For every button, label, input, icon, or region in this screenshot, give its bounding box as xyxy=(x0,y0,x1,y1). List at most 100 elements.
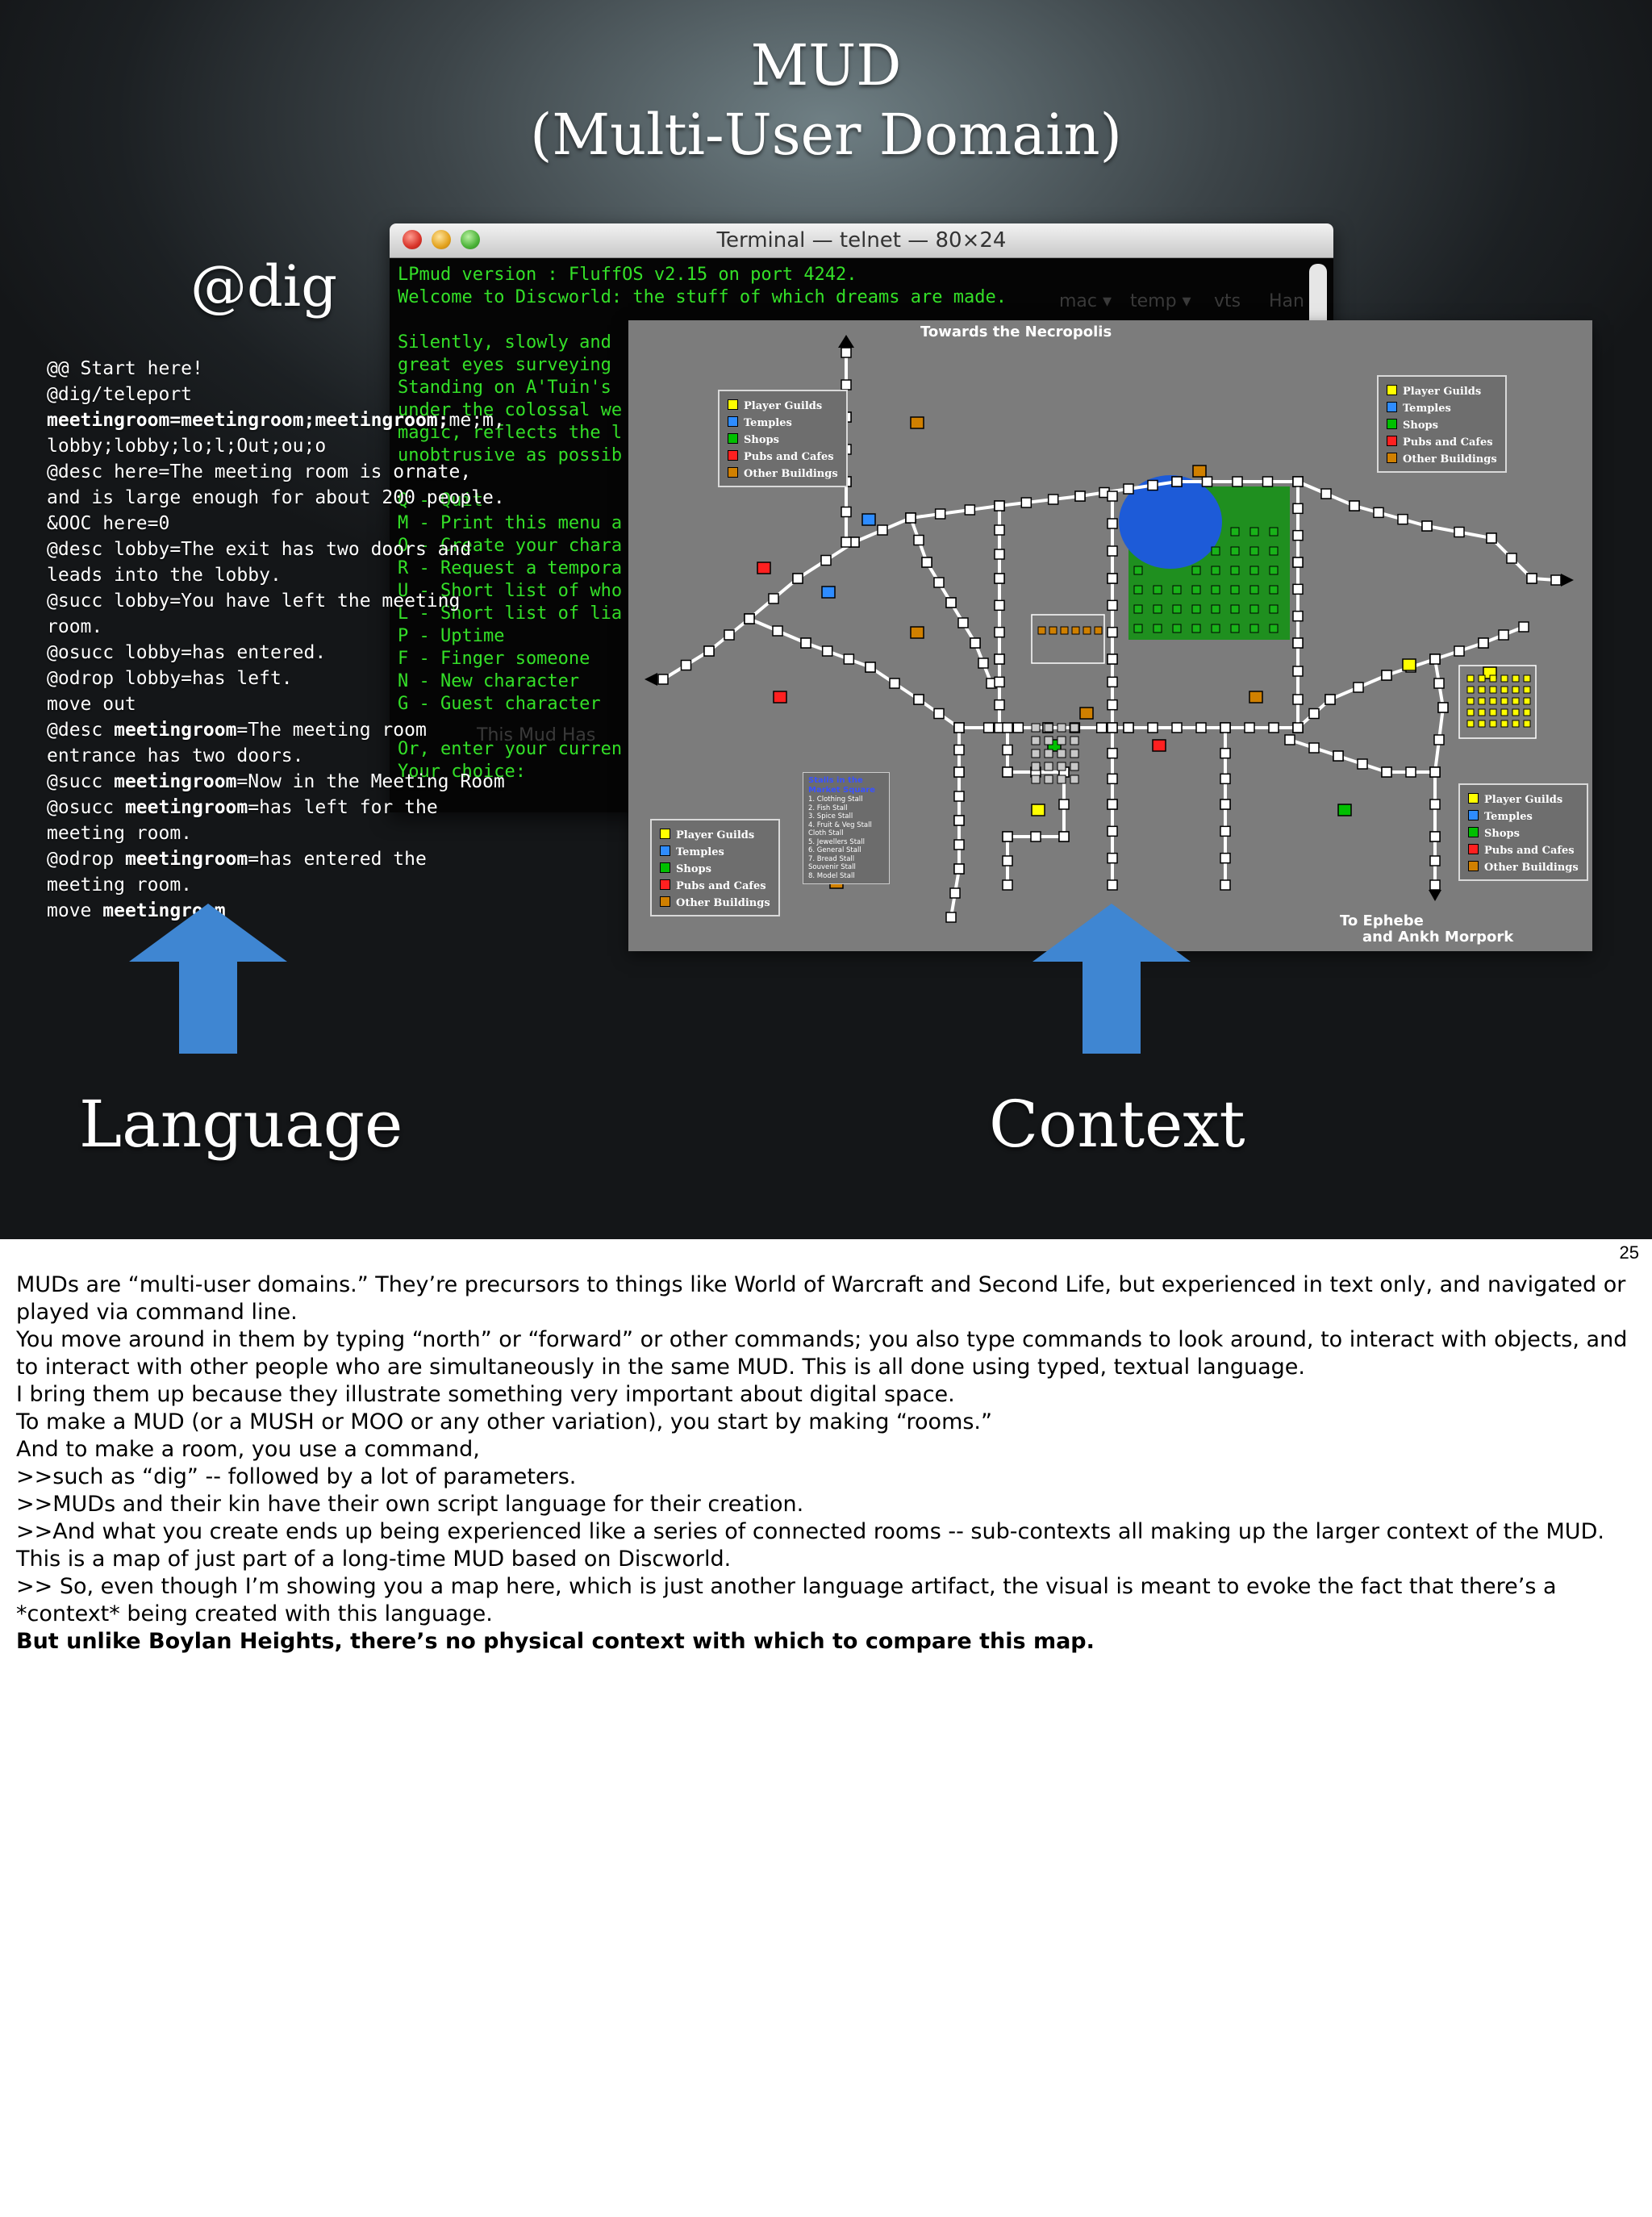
minimize-button-icon[interactable] xyxy=(432,230,451,249)
code-line: @desc meetingroom=The meeting room xyxy=(47,717,660,743)
terminal-line: Your choice: xyxy=(398,762,526,782)
legend-item: Player Guilds xyxy=(1468,791,1579,808)
code-line: @succ lobby=You have left the meeting xyxy=(47,588,660,614)
terminal-line: Welcome to Discworld: the stuff of which… xyxy=(398,287,1007,307)
ghost-toolbar-text: Han xyxy=(1269,291,1304,311)
code-segment: @desc xyxy=(47,720,115,741)
legend-label: Player Guilds xyxy=(676,829,755,841)
legend-swatch-icon xyxy=(660,879,670,890)
legend-item: Temples xyxy=(1468,808,1579,825)
legend-swatch-icon xyxy=(660,862,670,873)
legend-swatch-icon xyxy=(1387,436,1397,446)
legend-label: Other Buildings xyxy=(1403,453,1497,466)
terminal-line: F - Finger someone xyxy=(398,649,590,669)
legend-item: Pubs and Cafes xyxy=(660,878,770,895)
code-line: @osucc meetingroom=has left for the xyxy=(47,795,660,820)
legend-item: Shops xyxy=(1387,417,1497,434)
terminal-line: great eyes surveying xyxy=(398,355,611,375)
stall-item: 4. Fruit & Veg Stall xyxy=(808,820,872,829)
map-bottom-label: To Ephebe xyxy=(1340,912,1424,929)
terminal-line: unobtrusive as possib xyxy=(398,445,623,466)
speaker-notes: MUDs are “multi-user domains.” They’re p… xyxy=(16,1271,1637,1655)
legend-label: Other Buildings xyxy=(1484,862,1579,874)
code-segment: @osucc lobby=has entered. xyxy=(47,642,327,663)
code-segment: =has left for the xyxy=(248,797,438,818)
code-segment: @@ Start here! xyxy=(47,358,203,379)
legend-label: Other Buildings xyxy=(744,468,838,480)
terminal-line: R - Request a tempora xyxy=(398,558,623,578)
code-segment: @dig/teleport xyxy=(47,384,193,405)
code-line: @succ meetingroom=Now in the Meeting Roo… xyxy=(47,769,660,795)
ghost-toolbar-text: vts xyxy=(1214,291,1241,311)
legend-swatch-icon xyxy=(1387,419,1397,429)
legend-label: Temples xyxy=(676,846,724,858)
legend-swatch-icon xyxy=(660,829,670,839)
code-segment: meetingroom xyxy=(114,771,237,792)
note-paragraph: >>MUDs and their kin have their own scri… xyxy=(16,1492,804,1517)
note-paragraph: >> So, even though I’m showing you a map… xyxy=(16,1574,1557,1626)
legend-swatch-icon xyxy=(1468,827,1479,837)
terminal-title: Terminal — telnet — 80×24 xyxy=(716,228,1007,253)
legend-swatch-icon xyxy=(1468,810,1479,820)
code-segment: meetingroom xyxy=(114,720,237,741)
code-segment: meeting room. xyxy=(47,875,193,896)
slide: MUD (Multi-User Domain) Terminal — telne… xyxy=(0,0,1652,1239)
legend-label: Pubs and Cafes xyxy=(1403,436,1493,449)
terminal-line: U - Short list of who xyxy=(398,581,623,601)
map-graphic xyxy=(645,335,1574,923)
terminal-line: magic, reflects the l xyxy=(398,423,623,443)
note-paragraph: And to make a room, you use a command, xyxy=(16,1437,480,1462)
code-segment: room. xyxy=(47,616,103,637)
code-line: entrance has two doors. xyxy=(47,743,660,769)
note-paragraph: You move around in them by typing “north… xyxy=(16,1327,1628,1380)
terminal-titlebar: Terminal — telnet — 80×24 xyxy=(390,223,1333,258)
close-button-icon[interactable] xyxy=(403,230,422,249)
terminal-line: L - Short list of lia xyxy=(398,603,623,624)
terminal-line: M - Print this menu a xyxy=(398,513,623,533)
legend-label: Temples xyxy=(1484,811,1533,823)
note-paragraph: >>such as “dig” -- followed by a lot of … xyxy=(16,1464,577,1489)
note-paragraph: I bring them up because they illustrate … xyxy=(16,1382,955,1407)
legend-label: Shops xyxy=(744,434,779,446)
code-segment: =has entered the xyxy=(248,849,427,870)
legend-swatch-icon xyxy=(1387,385,1397,395)
page-number: 25 xyxy=(1619,1242,1639,1263)
legend-item: Other Buildings xyxy=(660,895,770,912)
note-paragraph: MUDs are “multi-user domains.” They’re p… xyxy=(16,1272,1626,1325)
ghost-toolbar-text: mac ▾ xyxy=(1059,291,1112,311)
code-line: @desc here=The meeting room is ornate, xyxy=(47,459,660,485)
legend-item: Player Guilds xyxy=(728,398,838,415)
legend-item: Player Guilds xyxy=(660,827,770,844)
terminal-output: LPmud version : FluffOS v2.15 on port 42… xyxy=(398,264,1309,783)
terminal-line: O - Create your chara xyxy=(398,536,623,556)
legend-item: Pubs and Cafes xyxy=(728,449,838,466)
legend-label: Pubs and Cafes xyxy=(744,451,834,463)
code-line: meeting room. xyxy=(47,820,660,846)
terminal-scrollbar[interactable] xyxy=(1309,264,1327,328)
legend-item: Other Buildings xyxy=(1387,451,1497,468)
map-top-label: Towards the Necropolis xyxy=(920,324,1112,340)
legend-label: Temples xyxy=(1403,403,1451,415)
note-paragraph: >>And what you create ends up being expe… xyxy=(16,1519,1604,1572)
legend-item: Shops xyxy=(1468,825,1579,842)
legend-label: Pubs and Cafes xyxy=(676,880,766,892)
code-segment: move out xyxy=(47,694,136,715)
code-segment: @odrop lobby=has left. xyxy=(47,668,293,689)
market-stalls-key: Stalls in the Market Square 1. Clothing … xyxy=(803,772,890,884)
code-line: @odrop lobby=has left. xyxy=(47,666,660,691)
legend-label: Temples xyxy=(744,417,792,429)
ghost-banner-text: This Mud Has xyxy=(477,725,596,745)
legend-swatch-icon xyxy=(1468,793,1479,804)
caption-context: Context xyxy=(989,1087,1245,1162)
legend-label: Other Buildings xyxy=(676,897,770,909)
code-line: meeting room. xyxy=(47,872,660,898)
zoom-button-icon[interactable] xyxy=(461,230,480,249)
code-line: @odrop meetingroom=has entered the xyxy=(47,846,660,872)
stall-item: 3. Spice Stall xyxy=(808,812,853,820)
arrow-up-icon xyxy=(129,904,287,1054)
